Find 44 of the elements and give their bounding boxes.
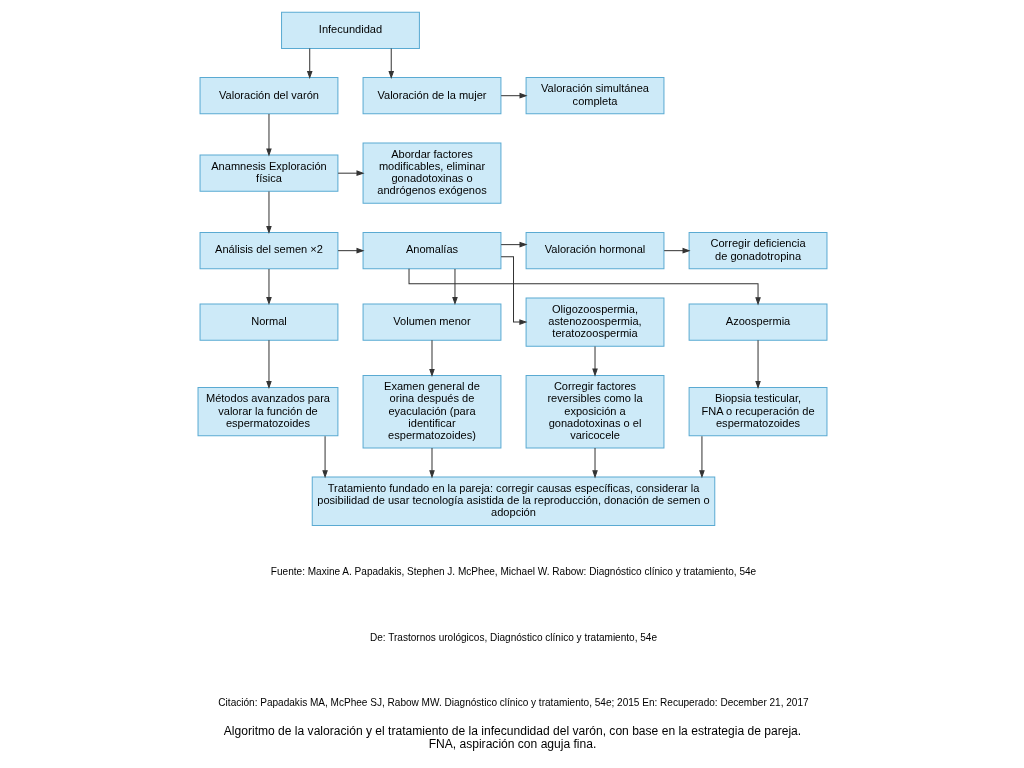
node-box: Azoospermia xyxy=(688,303,827,341)
node-box: Tratamiento fundado en la pareja: corregir causas específicas, considerar la posibilidad de usar tecnología asistida de la reproducción, donación de semen o adopción xyxy=(311,476,715,526)
arrow xyxy=(500,241,528,248)
node-box: Valoración de la mujer xyxy=(362,77,501,115)
label: Citación: Papadakis MA, McPhee SJ, Rabow MW. Diagnóstico clínico y tratamiento, 54e; 2015 En: Recuperado: December 21, 2017 xyxy=(217,697,809,709)
arrow xyxy=(500,256,527,325)
node-box: Anomalías xyxy=(362,232,501,270)
node-box: Valoración hormonal xyxy=(525,232,664,270)
label: De: Trastornos urológicos, Diagnóstico clínico y tratamiento, 54e xyxy=(369,631,657,643)
label: Fuente: Maxine A. Papadakis, Stephen J. McPhee, Michael W. Rabow: Diagnóstico clínico y tratamiento, 54e xyxy=(270,566,756,578)
node-box: Anamnesis Exploración física xyxy=(199,154,338,192)
arrow xyxy=(698,435,705,479)
arrow xyxy=(265,113,272,157)
arrow xyxy=(591,447,598,479)
arrow xyxy=(306,48,313,80)
arrow xyxy=(428,339,435,377)
node-box: Valoración del varón xyxy=(199,77,338,115)
node-box: Análisis del semen ×2 xyxy=(199,232,338,270)
node-box: Métodos avanzados para valorar la función de espermatozoides xyxy=(197,387,338,437)
arrow xyxy=(428,447,435,479)
arrow xyxy=(321,435,328,479)
node-box: Biopsia testicular, FNA o recuperación de espermatozoides xyxy=(688,387,827,437)
arrow xyxy=(337,170,365,176)
caption: Algoritmo de la valoración y el tratamiento de la infecundidad del varón, con base en la estrategia de pareja. FNA, aspiración con aguja fina. xyxy=(223,724,801,752)
node-box: Abordar factores modificables, eliminar gonadotoxinas o andrógenos exógenos xyxy=(362,142,501,204)
node-box: Normal xyxy=(199,303,338,341)
arrow xyxy=(408,268,761,306)
node-box: Volumen menor xyxy=(362,303,501,341)
node-box: Corregir deficiencia de gonadotropina xyxy=(688,232,827,270)
node-box: Valoración simultánea completa xyxy=(525,77,664,115)
node-box: Oligozoospermia, astenozoospermia, teratozoospermia xyxy=(525,297,664,347)
arrow xyxy=(591,346,598,377)
arrow xyxy=(754,339,761,389)
arrow xyxy=(387,48,394,80)
arrow xyxy=(663,247,691,254)
node-box: Infecundidad xyxy=(280,11,420,49)
arrow xyxy=(265,268,272,306)
arrow xyxy=(337,247,365,254)
arrow xyxy=(451,268,458,306)
arrow xyxy=(500,92,528,99)
node-box: Examen general de orina después de eyaculación (para identificar espermatozoides) xyxy=(362,374,501,449)
node-box: Corregir factores reversibles como la exposición a gonadotoxinas o el varicocele xyxy=(525,374,664,449)
arrow xyxy=(265,191,272,234)
arrow xyxy=(265,339,272,389)
